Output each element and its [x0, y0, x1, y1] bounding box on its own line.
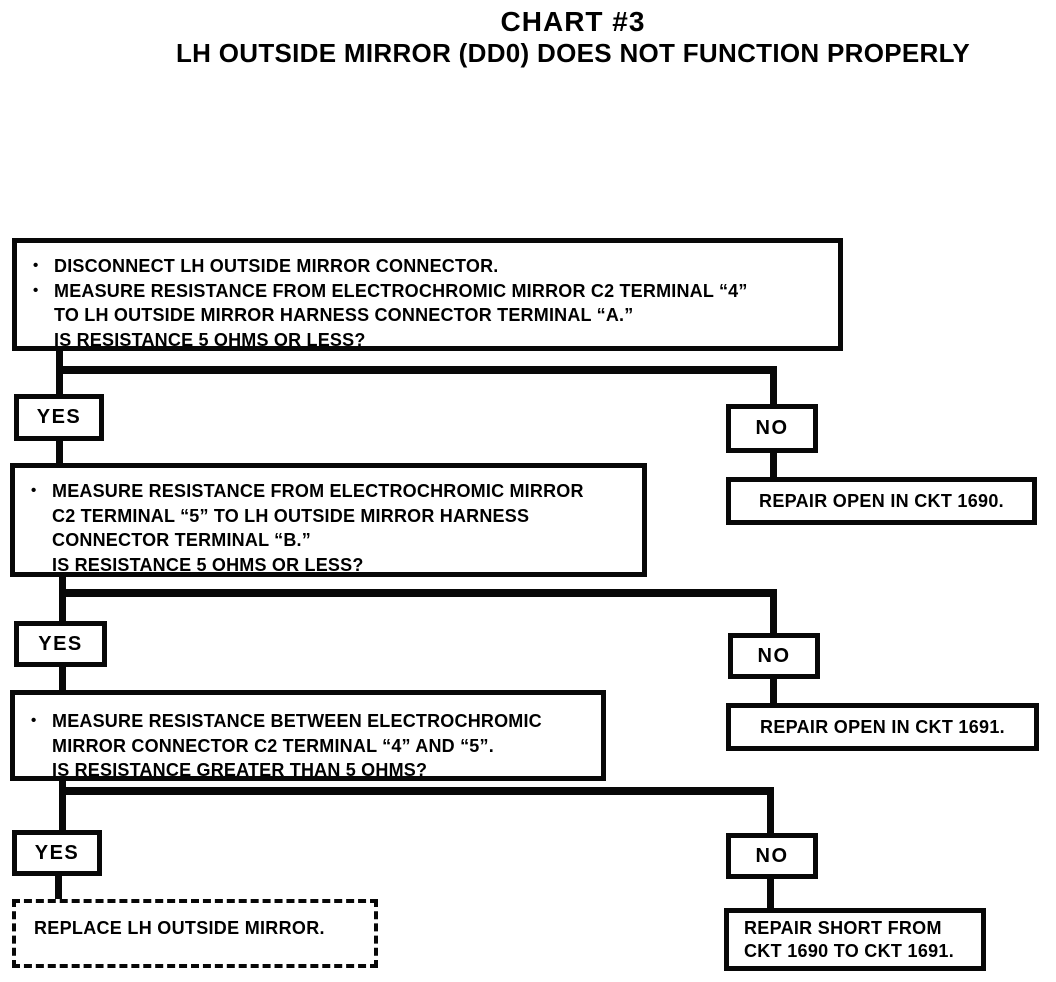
action-text-line-2: CKT 1690 TO CKT 1691.: [744, 940, 955, 961]
question-line: • MEASURE RESISTANCE FROM ELECTROCHROMIC…: [33, 279, 828, 304]
action-replace-mirror: REPLACE LH OUTSIDE MIRROR.: [12, 899, 378, 968]
action-repair-short: REPAIR SHORT FROM CKT 1690 TO CKT 1691.: [724, 908, 986, 971]
connector-row3-bar: [59, 787, 774, 795]
page-subtitle: LH OUTSIDE MIRROR (DD0) DOES NOT FUNCTIO…: [175, 38, 971, 68]
question-text: IS RESISTANCE GREATER THAN 5 OHMS?: [52, 760, 428, 780]
action-text: REPAIR SHORT FROM CKT 1690 TO CKT 1691.: [744, 917, 954, 963]
connector-q3-down: [59, 778, 66, 833]
question-text: IS RESISTANCE 5 OHMS OR LESS?: [54, 329, 366, 350]
question-line: • MEASURE RESISTANCE BETWEEN ELECTROCHRO…: [31, 709, 591, 734]
no-label: NO: [755, 844, 789, 867]
connector-row1-bar: [56, 366, 777, 374]
no-label: NO: [757, 644, 791, 667]
no-branch-1: NO: [726, 404, 818, 453]
yes-branch-2: YES: [14, 621, 107, 667]
question-text: MEASURE RESISTANCE BETWEEN ELECTROCHROMI…: [52, 711, 542, 731]
question-text: MIRROR CONNECTOR C2 TERMINAL “4” AND “5”…: [52, 735, 494, 756]
step3-question-box: • MEASURE RESISTANCE BETWEEN ELECTROCHRO…: [10, 690, 606, 781]
question-line: IS RESISTANCE 5 OHMS OR LESS?: [33, 328, 828, 353]
step2-question-box: • MEASURE RESISTANCE FROM ELECTROCHROMIC…: [10, 463, 647, 577]
connector-q2-down: [59, 573, 66, 625]
yes-branch-1: YES: [14, 394, 104, 441]
connector-row1-no-drop: [770, 366, 777, 408]
no-branch-3: NO: [726, 833, 818, 879]
question-line: C2 TERMINAL “5” TO LH OUTSIDE MIRROR HAR…: [31, 504, 632, 529]
connector-no1-repair1: [770, 450, 777, 481]
bullet-icon: •: [31, 712, 37, 729]
question-text: DISCONNECT LH OUTSIDE MIRROR CONNECTOR.: [54, 256, 499, 276]
bullet-icon: •: [33, 257, 39, 274]
action-text: REPAIR OPEN IN CKT 1691.: [760, 716, 1005, 737]
no-branch-2: NO: [728, 633, 820, 679]
connector-row3-no-drop: [767, 787, 774, 836]
action-repair-open-1690: REPAIR OPEN IN CKT 1690.: [726, 477, 1037, 525]
bullet-icon: •: [31, 482, 37, 499]
question-line: • DISCONNECT LH OUTSIDE MIRROR CONNECTOR…: [33, 254, 828, 279]
connector-yes2-q3: [59, 663, 66, 694]
question-text: CONNECTOR TERMINAL “B.”: [52, 530, 311, 550]
question-text: C2 TERMINAL “5” TO LH OUTSIDE MIRROR HAR…: [52, 505, 530, 526]
chart-header: CHART #3 LH OUTSIDE MIRROR (DD0) DOES NO…: [90, 6, 1056, 68]
question-line: TO LH OUTSIDE MIRROR HARNESS CONNECTOR T…: [33, 303, 828, 328]
connector-row2-no-drop: [770, 589, 777, 637]
action-text-line-1: REPAIR SHORT FROM: [744, 917, 942, 938]
question-text: TO LH OUTSIDE MIRROR HARNESS CONNECTOR T…: [54, 305, 634, 325]
step1-question-box: • DISCONNECT LH OUTSIDE MIRROR CONNECTOR…: [12, 238, 843, 351]
question-line: • MEASURE RESISTANCE FROM ELECTROCHROMIC…: [31, 479, 632, 504]
connector-no2-repair2: [770, 676, 777, 707]
connector-yes3-replace: [55, 872, 62, 902]
question-text: MEASURE RESISTANCE FROM ELECTROCHROMIC M…: [52, 481, 584, 501]
question-line: CONNECTOR TERMINAL “B.”: [31, 528, 632, 553]
page-title: CHART #3: [500, 6, 646, 37]
yes-label: YES: [34, 841, 80, 864]
no-label: NO: [755, 417, 789, 439]
question-text: MEASURE RESISTANCE FROM ELECTROCHROMIC M…: [54, 280, 748, 301]
question-line: MIRROR CONNECTOR C2 TERMINAL “4” AND “5”…: [31, 734, 591, 759]
yes-branch-3: YES: [12, 830, 102, 876]
action-repair-open-1691: REPAIR OPEN IN CKT 1691.: [726, 703, 1039, 751]
connector-yes1-q2: [56, 438, 63, 467]
bullet-icon: •: [33, 281, 39, 299]
question-line: IS RESISTANCE 5 OHMS OR LESS?: [31, 553, 632, 578]
question-text: IS RESISTANCE 5 OHMS OR LESS?: [52, 554, 364, 575]
action-text: REPAIR OPEN IN CKT 1690.: [759, 490, 1004, 511]
yes-label: YES: [38, 632, 83, 655]
connector-row2-bar: [59, 589, 777, 597]
action-text: REPLACE LH OUTSIDE MIRROR.: [34, 918, 325, 938]
connector-no3-short: [767, 875, 774, 911]
yes-label: YES: [36, 406, 82, 428]
question-line: IS RESISTANCE GREATER THAN 5 OHMS?: [31, 758, 591, 783]
